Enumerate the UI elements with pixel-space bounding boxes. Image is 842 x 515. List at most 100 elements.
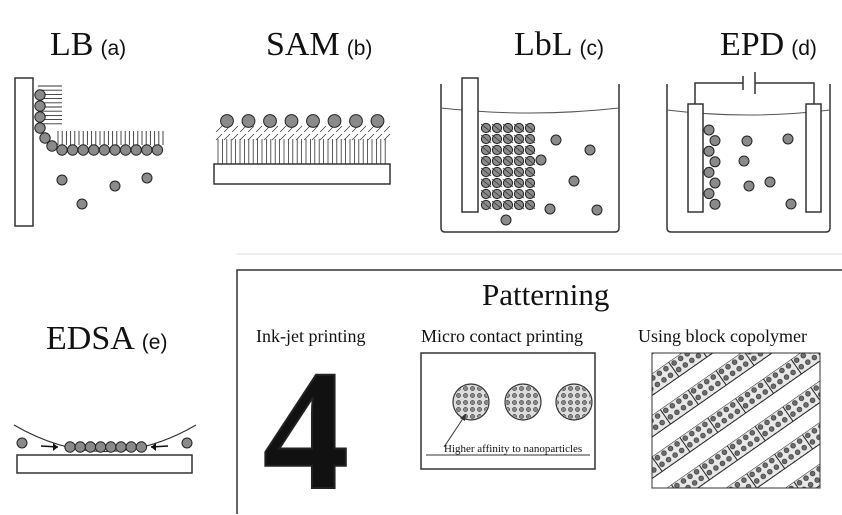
particle [743,180,755,192]
particle [535,154,547,166]
particle [130,144,142,156]
lb-particle [141,172,153,184]
particle [370,114,385,128]
lb-substrate [14,77,34,227]
patterning-border [236,269,842,514]
molecule-tail [319,133,327,141]
molecule-tail [502,189,514,199]
microcontact-dot-fill [454,385,488,419]
block-copolymer-pattern [651,352,821,489]
annotation-arrow [443,413,467,448]
molecule-tail [231,125,239,133]
sam-illustration [213,114,391,185]
molecule-tail [279,133,287,141]
edsa-arrowhead [151,443,156,451]
inkjet-pattern-glyph: 4 [263,336,349,515]
lb-particle [109,180,121,192]
molecule-tail [343,133,351,141]
epd-tag: (d) [791,37,817,60]
particle [709,198,721,210]
molecule-tail [491,156,503,166]
molecule-tail [335,133,343,141]
particle [39,132,51,144]
molecule-tail [480,178,492,188]
particle [119,144,132,156]
particle [709,135,721,147]
molecule-tail [502,123,514,133]
particle [703,166,715,178]
molecule-tail [367,133,375,141]
molecule-tail [491,189,503,199]
molecule-tail [383,125,391,133]
molecule-tail [480,167,492,177]
lb-title: LB(a) [50,26,127,63]
molecule-tail [215,125,223,133]
particle [34,89,46,101]
molecule-tail [271,125,279,133]
particle [125,441,137,453]
molecule-tail [247,133,255,141]
epd-title: EPD(d) [720,26,817,63]
molecule-tail [231,133,239,141]
molecule-tail [513,189,525,199]
molecule-tail [367,125,375,133]
lbl-illustration [440,77,620,233]
epd-illustration [666,72,831,233]
lbl-substrate [461,77,479,213]
sam-tag: (b) [346,37,373,60]
particle [34,111,46,123]
molecule-tail [359,125,367,133]
molecule-tail [343,125,351,133]
particle [349,114,363,128]
molecule-tail [491,200,503,210]
molecule-tail [311,133,319,141]
molecule-tail [524,178,536,188]
molecule-tail [502,167,514,177]
edsa-substrate [16,454,193,474]
molecule-tail [524,189,536,199]
molecule-tail [502,178,514,188]
molecule-tail [513,200,525,210]
molecule-tail [524,123,536,133]
particle [709,156,721,168]
patterning-title: Patterning [482,277,610,312]
molecule-tail [279,125,287,133]
molecule-tail [513,156,525,166]
lb-illustration [14,77,164,227]
edsa-particles [16,437,193,453]
molecule-tail [311,125,319,133]
molecule-tail [303,125,311,133]
particle [584,144,596,156]
particle [241,114,256,128]
molecule-tail [502,134,514,144]
particle [98,144,111,156]
particle [16,437,28,449]
molecule-tail [502,200,514,210]
molecule-tail [513,167,525,177]
particle [84,441,97,453]
particle [74,441,86,453]
sam-monolayer [215,114,391,164]
particle [66,144,79,156]
molecule-tail [513,134,525,144]
lbl-particles [500,134,603,226]
particle [34,100,46,112]
lb-monolayer [34,89,164,156]
molecule-tail [524,134,536,144]
molecule-tail [319,125,327,133]
patterning-panel: 4 Higher affinity to nanoparticles [236,269,842,515]
molecule-tail [223,133,231,141]
particle [109,144,121,156]
molecule-tail [491,145,503,155]
molecule-tail [287,133,295,141]
molecule-tail [513,123,525,133]
particle [703,145,715,157]
molecule-tail [255,125,263,133]
molecule-tail [491,134,503,144]
sam-title: SAM(b) [266,26,373,63]
particle [500,214,512,226]
molecule-tail [239,125,247,133]
lbl-multilayer [480,122,536,211]
particle [151,144,164,156]
